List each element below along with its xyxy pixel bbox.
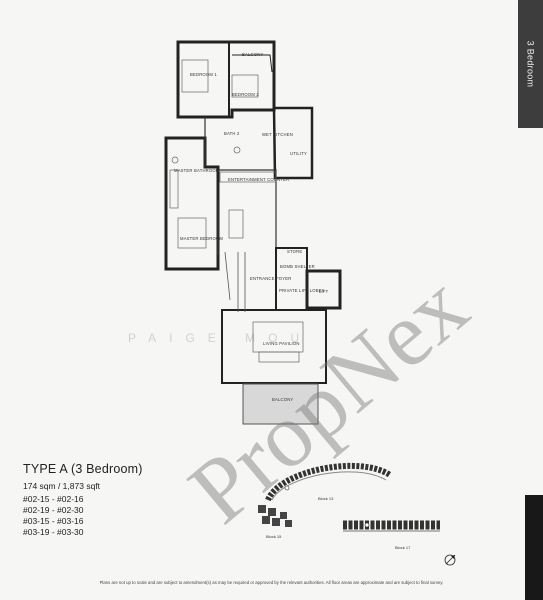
unit-number: #02-15 - #02-16 [23,494,84,504]
bath-fixture [171,156,179,164]
bedroom-block-wall [176,40,276,119]
label-bath-2: BATH 2 [224,131,240,136]
bed-1 [181,59,209,93]
label-entertainment-counter: ENTERTAINMENT COUNTER [228,177,289,182]
balcony-top-outline [232,54,273,73]
label-bomb-shelter: BOMB SHELTER [280,264,315,269]
unit-number: #03-15 - #03-16 [23,516,84,526]
label-balcony-top: BALCONY [242,52,263,57]
lift-shaft-wall [305,269,342,310]
bath-fixture [233,146,241,154]
corridor-line [224,251,231,301]
service-core-wall [272,106,314,180]
watermark-subtext: PAIGE MOU [128,331,312,345]
label-bedroom-2: BEDROOM 2 [232,92,259,97]
watermark-logo: PropNex [170,254,486,542]
master-block-wall [164,136,220,271]
label-master-bathroom: MASTER BATHROOM [174,168,220,173]
label-bedroom-1: BEDROOM 1 [190,72,217,77]
dining-table [228,209,244,239]
kitchen-wall [218,169,277,193]
page-edge-shadow [525,495,543,600]
label-private-lift-lobby: PRIVATE LIFT LOBBY [279,288,325,293]
bed-2 [231,74,259,98]
wardrobe [169,169,179,209]
label-master-bedroom: MASTER BEDROOM [180,236,223,241]
balcony-bottom [242,383,319,425]
master-bed [177,217,207,249]
label-entrance-foyer: ENTRANCE FOYER [250,276,291,281]
label-store: STORE [287,249,302,254]
living-pavilion-wall [221,309,327,384]
unit-type-title: TYPE A (3 Bedroom) [23,462,143,476]
disclaimer: Plans are not up to scale and are subjec… [99,580,444,585]
label-lift: LIFT [319,289,329,294]
unit-number: #02-19 - #02-30 [23,505,84,515]
kitchen-counter [219,171,277,183]
unit-number: #03-19 - #03-30 [23,527,84,537]
label-wet-kitchen: WET KITCHEN [262,132,293,137]
unit-type-side-tab: 3 Bedroom [518,0,543,128]
label-balcony-bottom: BALCONY [272,397,293,402]
unit-area: 174 sqm / 1,873 sqft [23,481,101,491]
label-utility: UTILITY [290,151,307,156]
sofa-seat [258,351,300,363]
label-living-pavilion: LIVING PAVILION [263,341,300,346]
unit-info: TYPE A (3 Bedroom) 174 sqm / 1,873 sqft … [23,462,143,538]
